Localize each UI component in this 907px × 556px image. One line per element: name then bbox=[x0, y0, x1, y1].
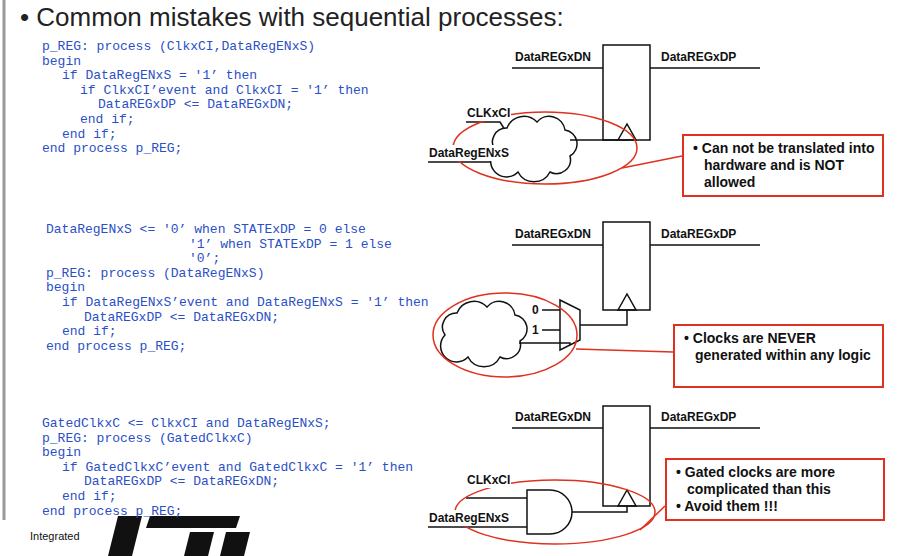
slide-edge-bar bbox=[3, 0, 6, 520]
logo-bar bbox=[184, 532, 214, 556]
data-wire bbox=[650, 67, 760, 69]
code-line: if DataRegENxS’event and DataRegENxS = '… bbox=[62, 295, 429, 311]
logo-bar bbox=[220, 532, 250, 556]
callout-box: • Gated clocks are more complicated than… bbox=[665, 458, 885, 521]
code-line: begin bbox=[42, 445, 81, 461]
code-line: end if; bbox=[62, 489, 117, 505]
callout-box: • Clocks are NEVER generated within any … bbox=[673, 324, 884, 388]
signal-name: DataRegENxS bbox=[428, 145, 510, 161]
signal-name: DataREGxDP bbox=[660, 226, 737, 242]
and-gate bbox=[527, 490, 572, 534]
enable-wire bbox=[428, 161, 496, 163]
clock-wire bbox=[580, 310, 627, 325]
code-line: DataREGxDP <= DataREGxDN; bbox=[98, 97, 293, 113]
data-wire bbox=[650, 244, 760, 246]
code-line: if GatedClkxC’event and GatedClkxC = '1’… bbox=[62, 460, 413, 476]
code-line: end process p_REG; bbox=[42, 504, 182, 520]
clock-wire bbox=[570, 139, 618, 141]
signal-name: DataREGxDN bbox=[514, 49, 592, 65]
footer-text: Integrated bbox=[30, 528, 80, 544]
signal-name: 0 bbox=[531, 302, 540, 318]
signal-name: DataREGxDN bbox=[514, 409, 592, 425]
signal-name: DataREGxDN bbox=[514, 226, 592, 242]
logo-bar bbox=[108, 516, 142, 556]
data-wire bbox=[512, 427, 603, 429]
code-line: DataRegENxS <= '0’ when STATExDP = 0 els… bbox=[46, 222, 366, 238]
register-box bbox=[603, 406, 650, 506]
signal-name: DataRegENxS bbox=[428, 510, 510, 526]
code-line: end process p_REG; bbox=[46, 339, 186, 355]
code-line: p_REG: process (GatedClkxC) bbox=[42, 431, 253, 447]
signal-name: CLKxCI bbox=[466, 105, 511, 121]
data-wire bbox=[512, 67, 603, 69]
code-line: p_REG: process (ClkxCI,DataRegENxS) bbox=[42, 39, 315, 55]
code-line: p_REG: process (DataRegENxS) bbox=[46, 266, 264, 282]
code-line: '0’; bbox=[189, 251, 220, 267]
clock-wire bbox=[466, 497, 527, 499]
code-line: if DataRegENxS = '1’ then bbox=[62, 68, 257, 84]
callout-text: • Avoid them !!! bbox=[675, 498, 877, 515]
highlight-ellipse bbox=[433, 293, 577, 377]
code-line: begin bbox=[46, 280, 85, 296]
code-line: end if; bbox=[80, 112, 135, 128]
callout-text: • Gated clocks are more complicated than… bbox=[675, 464, 877, 498]
callout-text: • Can not be translated into hardware an… bbox=[692, 140, 876, 191]
signal-name: DataREGxDP bbox=[660, 49, 737, 65]
signal-name: 1 bbox=[531, 322, 540, 338]
register-box bbox=[603, 45, 650, 140]
data-wire bbox=[512, 244, 603, 246]
clock-triangle bbox=[618, 294, 636, 310]
callout-text: • Clocks are NEVER generated within any … bbox=[683, 330, 876, 364]
code-line: begin bbox=[42, 54, 81, 70]
signal-name: CLKxCI bbox=[466, 472, 511, 488]
callout-box: • Can not be translated into hardware an… bbox=[682, 134, 884, 197]
code-line: end if; bbox=[62, 127, 117, 143]
code-line: DataREGxDP <= DataREGxDN; bbox=[84, 310, 279, 326]
select-wire bbox=[519, 343, 570, 345]
register-box bbox=[603, 222, 650, 310]
leader-line bbox=[640, 506, 665, 530]
code-line: end if; bbox=[62, 324, 117, 340]
code-line: end process p_REG; bbox=[42, 141, 182, 157]
footer-logo bbox=[108, 516, 250, 556]
code-line: GatedClkxC <= ClkxCI and DataRegENxS; bbox=[42, 416, 331, 432]
code-line: DataREGxDP <= DataREGxDN; bbox=[84, 474, 279, 490]
gated-clock-wire bbox=[572, 506, 627, 512]
slide-title: • Common mistakes with sequential proces… bbox=[20, 2, 564, 32]
code-line: if ClkxCI’event and ClkxCI = '1’ then bbox=[80, 83, 369, 99]
mux-input bbox=[542, 329, 560, 331]
leader-line bbox=[622, 156, 682, 168]
enable-wire bbox=[428, 526, 527, 528]
logic-cloud bbox=[441, 301, 527, 366]
signal-name: DataREGxDP bbox=[660, 409, 737, 425]
data-wire bbox=[650, 427, 760, 429]
mux-input bbox=[542, 309, 560, 311]
leader-line bbox=[576, 349, 673, 352]
code-line: '1’ when STATExDP = 1 else bbox=[189, 237, 392, 253]
